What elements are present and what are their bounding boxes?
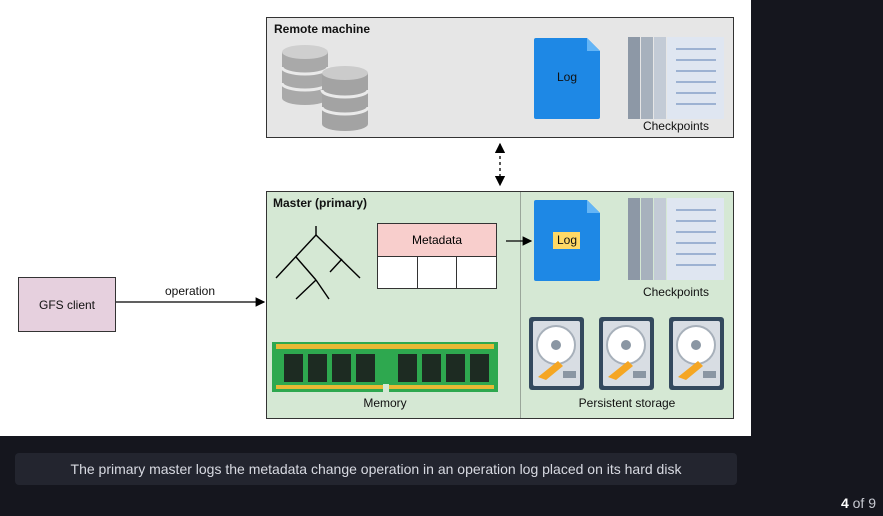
metadata-table: Metadata [377,223,497,289]
hard-disk-icon [529,317,584,390]
checkpoints-icon [628,198,724,280]
checkpoints-icon [628,37,724,119]
metadata-cells [378,257,496,289]
persistent-storage-label: Persistent storage [578,396,676,410]
remote-log-label: Log [556,70,578,84]
hard-disk-icon [669,317,724,390]
database-icon [280,45,330,105]
pager-of: of [852,495,865,511]
master-log-label: Log [556,233,578,247]
slide-caption-text: The primary master logs the metadata cha… [70,461,682,477]
gfs-client-box: GFS client [18,277,116,332]
log-file-icon [534,38,600,119]
database-icon [320,66,370,131]
slide-caption: The primary master logs the metadata cha… [15,453,737,485]
tree-icon [275,226,361,300]
pager-current: 4 [840,495,849,511]
metadata-header: Metadata [378,224,496,257]
log-file-icon [534,200,600,281]
pager-total: 9 [868,495,876,511]
remote-checkpoints-label: Checkpoints [642,119,710,133]
hard-disk-icon [599,317,654,390]
master-title: Master (primary) [273,196,368,210]
operation-label: operation [164,284,216,298]
memory-label: Memory [363,396,407,410]
remote-machine-title: Remote machine [274,22,371,36]
memory-icon [272,342,498,392]
gfs-client-label: GFS client [38,297,95,312]
slide-pager: 4 of 9 [841,495,876,511]
master-checkpoints-label: Checkpoints [642,285,710,299]
metadata-cell [378,257,418,289]
metadata-cell [418,257,458,289]
master-storage-section [520,192,734,418]
